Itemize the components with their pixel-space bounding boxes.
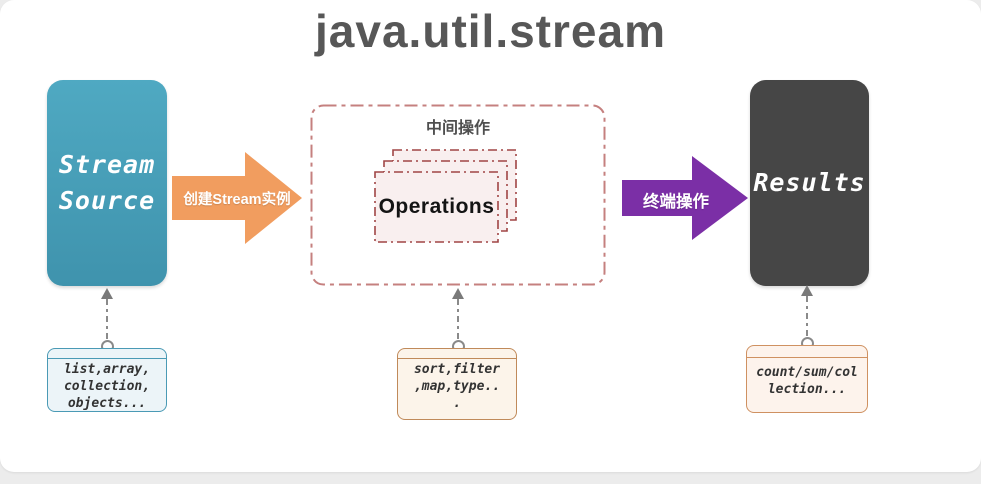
operations-card-label: Operations [378, 195, 495, 218]
diagram-title: java.util.stream [315, 5, 666, 57]
intermediate-ops-title: 中间操作 [425, 120, 490, 137]
note-results-text: count/sum/col lection... [756, 365, 858, 397]
create-stream-arrow-icon [172, 152, 302, 244]
stream-source-label-line2: Source [58, 186, 156, 215]
connector-results [800, 285, 814, 352]
connector-source [100, 288, 114, 355]
intermediate-ops-container: 中间操作 Operations [310, 104, 606, 286]
intermediate-ops-shapes [310, 104, 606, 286]
terminal-ops-arrow-icon [622, 156, 748, 240]
note-results: count/sum/col lection... [746, 345, 868, 413]
note-header [747, 346, 867, 358]
page-card: java.util.stream Stream Source 创建Stream实… [0, 0, 981, 472]
connector-intermediate [451, 288, 465, 355]
stream-source-label-line1: Stream [58, 150, 156, 179]
note-intermediate-text: sort,filter ,map,type.. . [413, 362, 501, 411]
connector-arrowhead-icon [101, 288, 113, 299]
results-box: Results [750, 80, 869, 286]
note-intermediate: sort,filter ,map,type.. . [397, 348, 517, 420]
create-stream-arrow-label: 创建Stream实例 [183, 192, 291, 208]
note-source: list,array, collection, objects... [47, 348, 167, 412]
note-source-text: list,array, collection, objects... [63, 362, 151, 411]
terminal-ops-arrow-label: 终端操作 [643, 193, 709, 211]
connector-arrowhead-icon [452, 288, 464, 299]
note-header [398, 349, 516, 359]
connector-dashline [457, 299, 459, 341]
connector-dashline [106, 299, 108, 341]
connector-arrowhead-icon [801, 285, 813, 296]
operations-card-stack [374, 149, 517, 243]
stream-source-box: Stream Source [47, 80, 167, 286]
connector-dashline [806, 296, 808, 338]
note-header [48, 349, 166, 359]
results-label: Results [753, 168, 866, 197]
